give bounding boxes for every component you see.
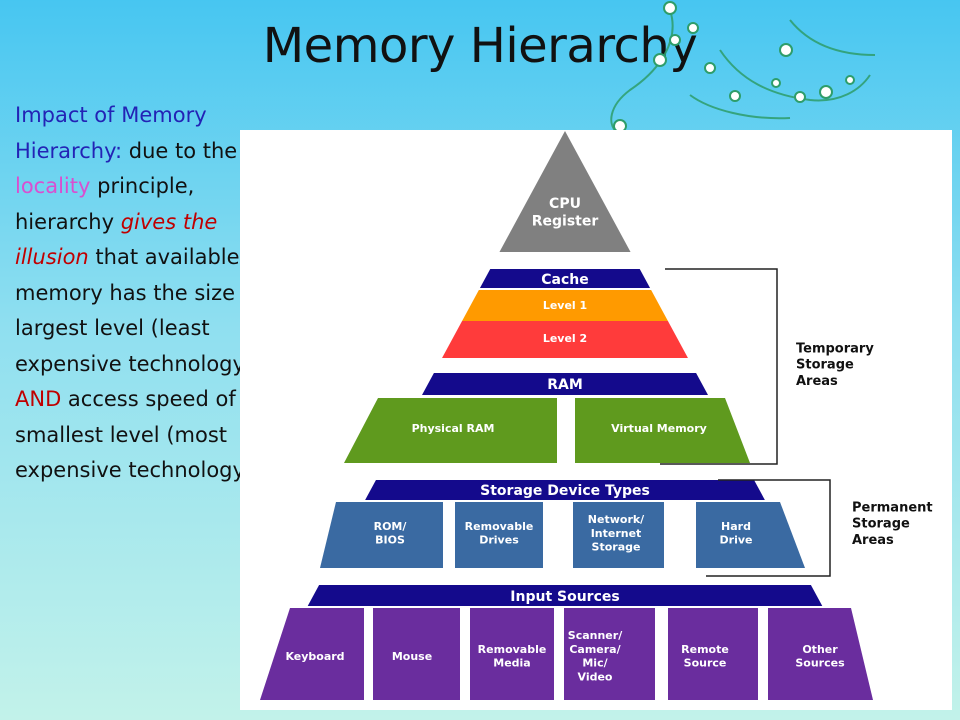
cache-level-1: [462, 290, 668, 321]
physical-ram-label: Physical RAM: [412, 422, 495, 435]
storage-cell: [455, 502, 543, 568]
body-text-part: AND: [15, 387, 62, 411]
swirl-decoration: [610, 1, 876, 136]
body-text-part: principle,: [90, 174, 195, 198]
body-text-part: memory has the size of: [15, 280, 262, 305]
level-2-label: Level 2: [543, 332, 587, 345]
input-item-label: Scanner/Camera/Mic/Video: [568, 629, 623, 683]
slide-title: Memory Hierarchy: [262, 18, 698, 74]
storage-cell: [320, 502, 443, 568]
input-cell: [768, 608, 873, 700]
input-cell: [470, 608, 554, 700]
body-text-part: expensive technology): [15, 458, 254, 482]
input-item-label: Mouse: [392, 650, 432, 663]
input-item-label: Keyboard: [285, 650, 344, 663]
input-cell: [260, 608, 364, 700]
body-text-part: access speed of: [61, 387, 236, 411]
input-sources-label: Input Sources: [510, 589, 619, 605]
permanent-bracket: [706, 479, 831, 577]
body-text-part: that available: [88, 245, 240, 269]
temporary-bracket: [660, 268, 778, 465]
ram-cell: [344, 398, 557, 463]
input-cell: [668, 608, 758, 700]
cache-label: Cache: [541, 272, 588, 288]
storage-cell: [696, 502, 805, 568]
ram-cell: [575, 398, 750, 463]
ram-band: [422, 373, 708, 395]
storage-item-label: ROM/BIOS: [374, 520, 408, 547]
body-text-part: illusion: [15, 245, 89, 269]
virtual-memory-label: Virtual Memory: [611, 422, 707, 435]
level-1-label: Level 1: [543, 299, 587, 312]
body-text-part: locality: [15, 174, 91, 198]
body-text-part: gives the: [120, 209, 218, 234]
cpu-register-level: [499, 131, 631, 252]
cache-level-2: [442, 321, 688, 358]
body-text-part: Hierarchy:: [15, 138, 123, 163]
body-text: Impact of Memory Hierarchy: due to the l…: [15, 98, 325, 489]
ram-label: RAM: [547, 377, 583, 393]
storage-cell: [573, 502, 664, 568]
storage-band: [365, 480, 765, 500]
body-text-part: largest level (least: [15, 316, 210, 340]
input-cell: [564, 608, 655, 700]
input-cell: [373, 608, 460, 700]
body-text-part: smallest level (most: [15, 422, 227, 447]
body-text-part: Impact of Memory: [15, 103, 207, 127]
input-band: [307, 585, 823, 606]
body-text-part: expensive technology): [15, 351, 254, 376]
cache-band: [479, 269, 651, 288]
storage-types-label: Storage Device Types: [480, 483, 650, 499]
body-text-part: due to the: [122, 138, 238, 163]
body-text-part: hierarchy: [15, 209, 121, 234]
